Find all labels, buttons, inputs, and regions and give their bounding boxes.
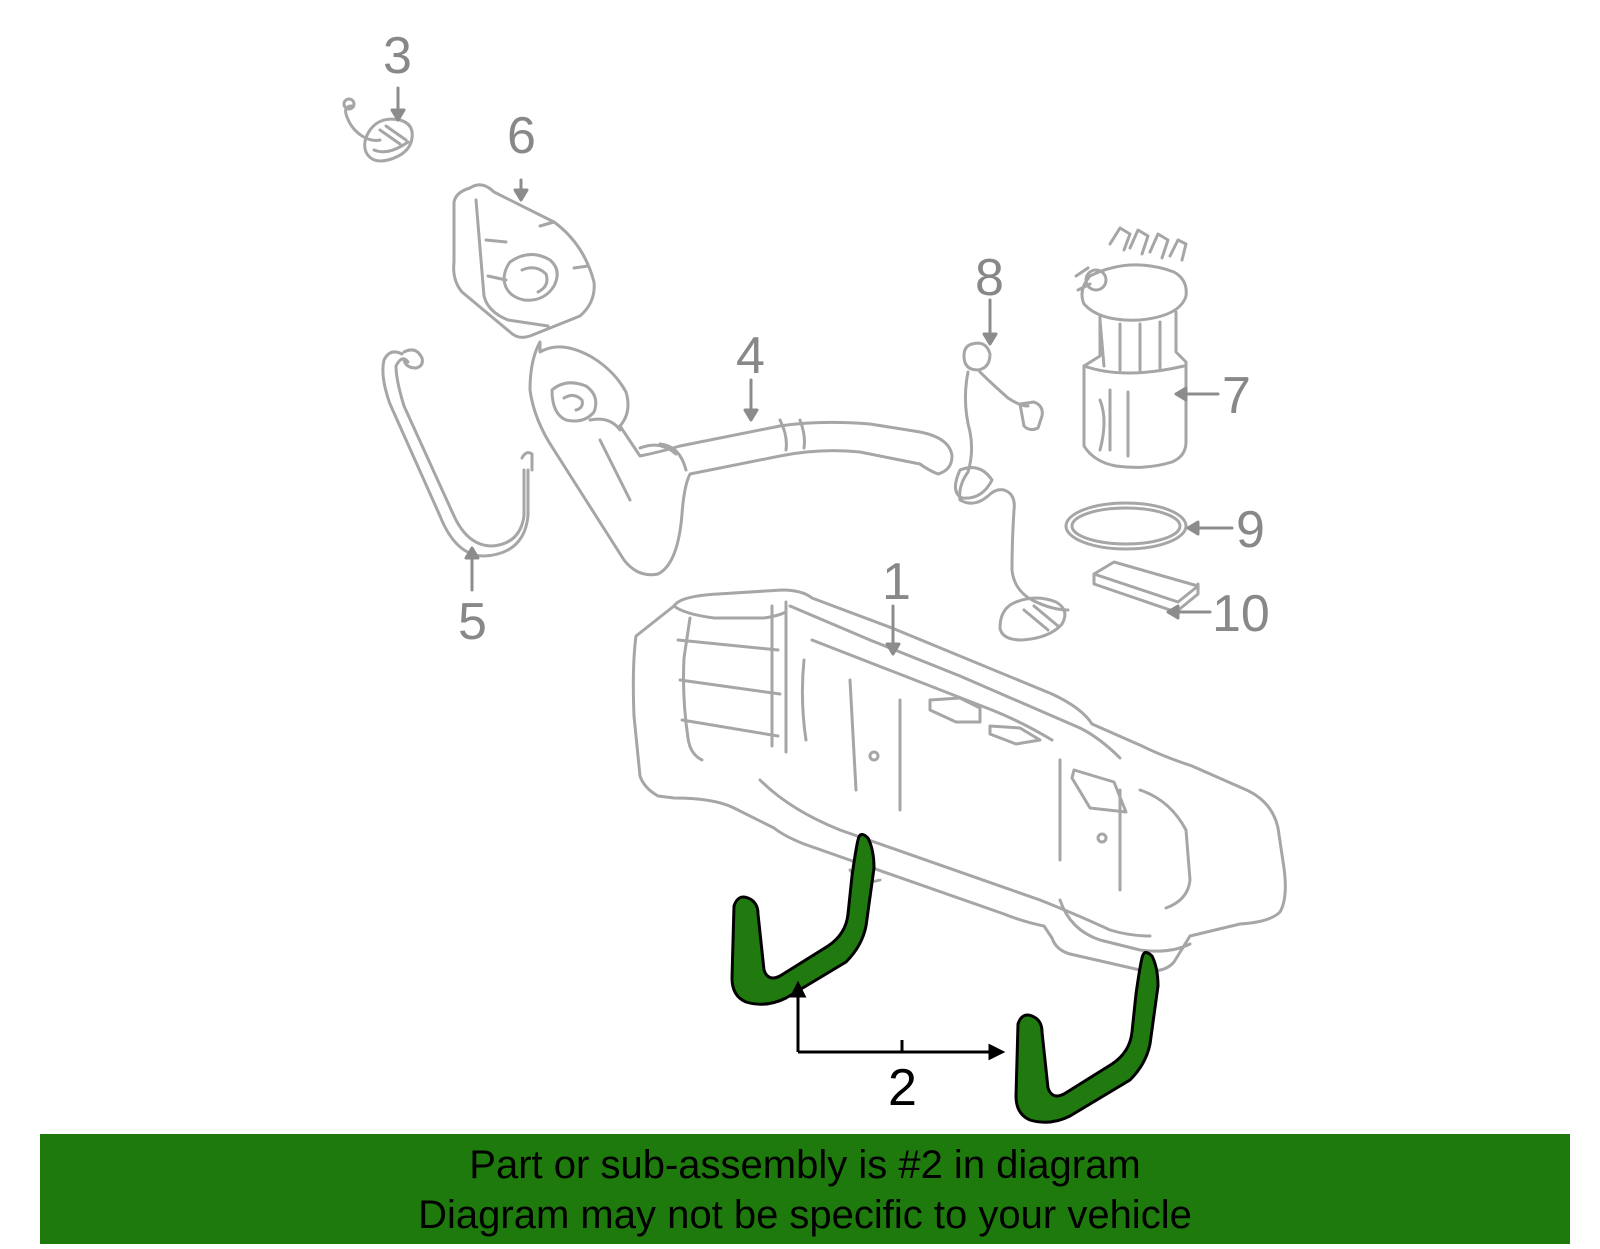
callout-label-5: 5 (458, 593, 487, 651)
tank-strap-part-highlighted (730, 833, 1160, 1124)
banner-line-part-number: Part or sub-assembly is #2 in diagram (469, 1143, 1141, 1187)
callout-label-3: 3 (383, 27, 412, 85)
callout-label-9: 9 (1236, 501, 1265, 559)
callout-label-1: 1 (882, 553, 911, 611)
vent-hose-part (381, 348, 534, 558)
strap-callout-leaders (789, 980, 1006, 1061)
banner-line-disclaimer: Diagram may not be specific to your vehi… (418, 1193, 1192, 1237)
callout-label-2: 2 (888, 1059, 917, 1117)
callout-label-4: 4 (736, 327, 765, 385)
callout-label-10: 10 (1212, 585, 1270, 643)
callout-label-7: 7 (1222, 367, 1251, 425)
callout-label-6: 6 (507, 107, 536, 165)
fuel-tank-part (631, 588, 1287, 973)
filler-neck-part (528, 340, 954, 577)
fuel-pump-module-part (1074, 226, 1188, 469)
fuel-sender-harness-part (954, 341, 1070, 642)
pump-seal-ring-part (1064, 501, 1188, 551)
parts-diagram (342, 86, 1287, 1124)
callout-label-8: 8 (975, 249, 1004, 307)
info-banner: Part or sub-assembly is #2 in diagram Di… (40, 1134, 1570, 1244)
filler-housing-part (452, 183, 596, 339)
fuel-cap-part (342, 97, 414, 163)
callout-leaders (390, 86, 1234, 656)
filter-pad-part (1092, 560, 1200, 614)
